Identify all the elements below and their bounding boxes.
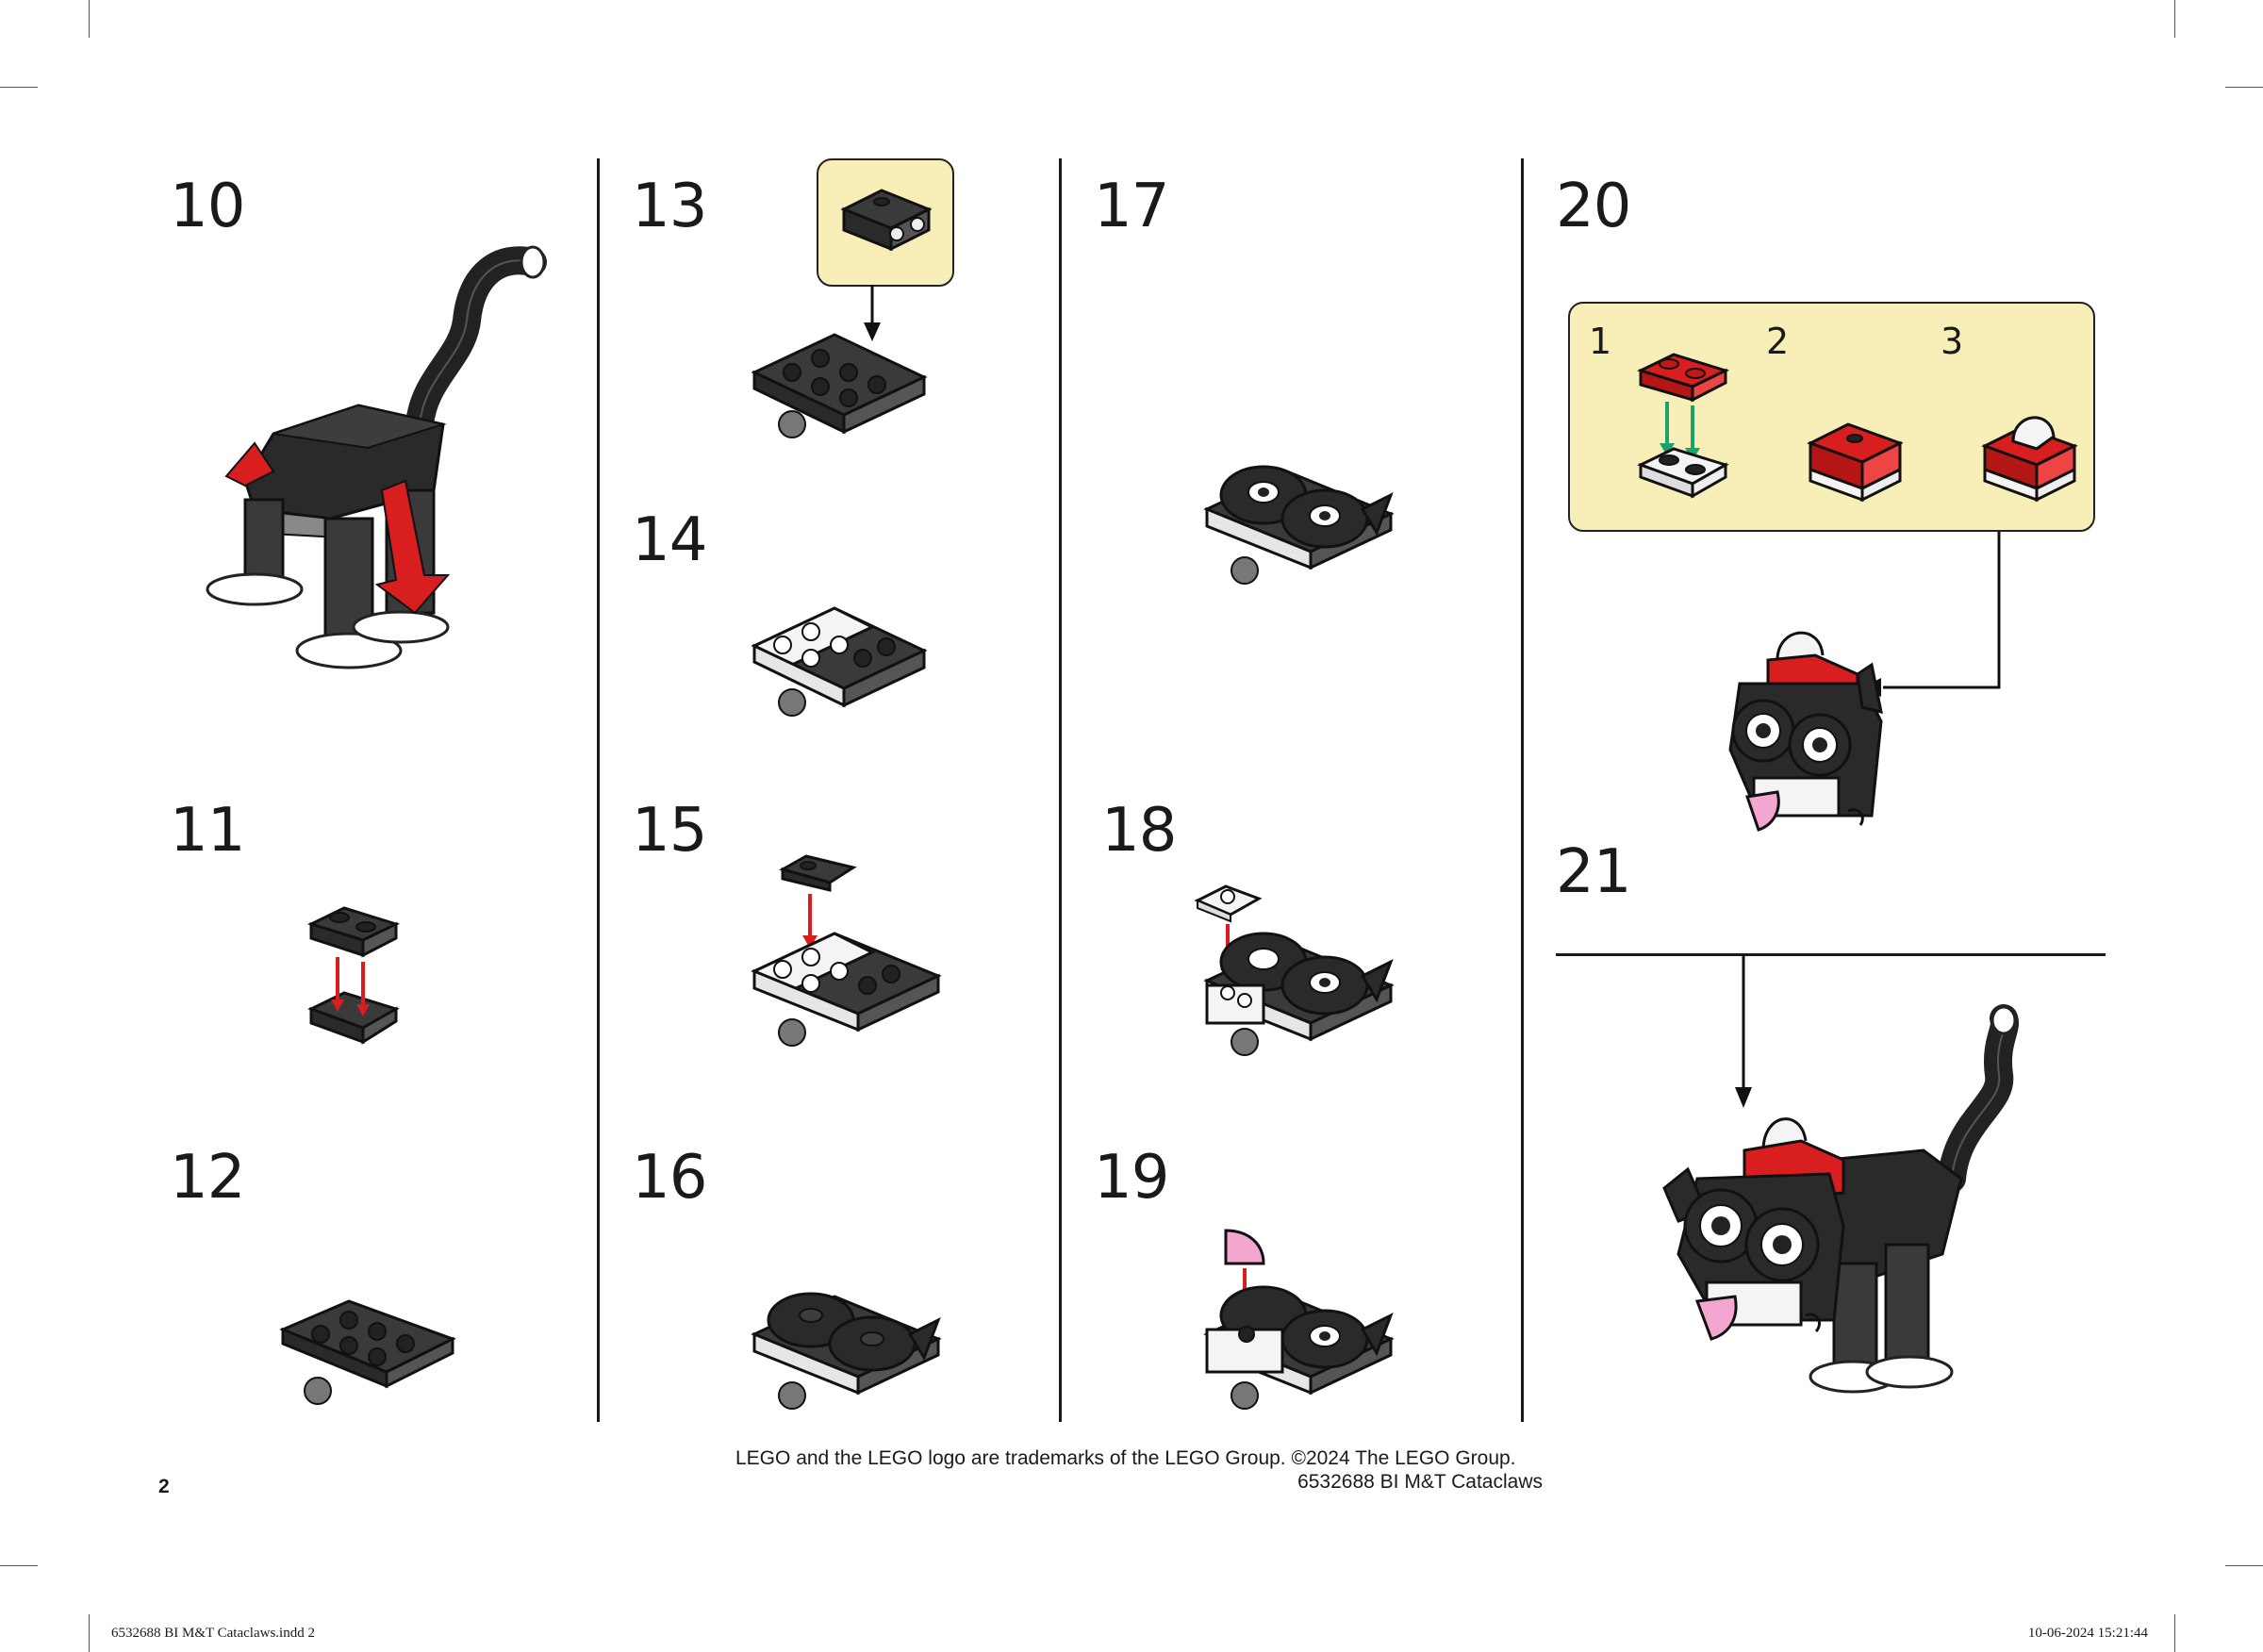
page-number: 2 bbox=[158, 1476, 170, 1497]
crop-mark bbox=[2174, 0, 2175, 38]
step-number: 16 bbox=[632, 1143, 707, 1213]
step-divider bbox=[1556, 953, 2106, 956]
step-number: 17 bbox=[1094, 172, 1169, 241]
file-slug: 6532688 BI M&T Cataclaws.indd 2 bbox=[111, 1626, 315, 1641]
column-divider bbox=[1521, 158, 1524, 1422]
callout-arrow bbox=[864, 285, 881, 341]
step-number: 18 bbox=[1101, 796, 1177, 866]
crop-mark bbox=[89, 1614, 90, 1652]
substep-1-illustration bbox=[1636, 353, 1730, 499]
step-11-assembly-illustration bbox=[306, 906, 401, 1045]
crop-mark bbox=[0, 1565, 38, 1566]
substep-3-illustration bbox=[1981, 416, 2078, 503]
step-number: 10 bbox=[170, 172, 245, 241]
column-divider bbox=[597, 158, 600, 1422]
step-17-assembly-illustration bbox=[1203, 465, 1395, 585]
step-15-assembly-illustration bbox=[751, 854, 942, 1047]
crop-mark bbox=[0, 87, 38, 88]
step-number: 14 bbox=[632, 505, 707, 575]
step-number: 15 bbox=[632, 796, 707, 866]
crop-mark bbox=[2225, 1565, 2263, 1566]
step-13-part-illustration bbox=[840, 189, 933, 252]
crop-mark bbox=[89, 0, 90, 38]
step-14-assembly-illustration bbox=[751, 606, 928, 717]
crop-mark bbox=[2225, 87, 2263, 88]
step-number: 20 bbox=[1556, 172, 1631, 241]
substep-2-illustration bbox=[1807, 422, 1904, 503]
step-number: 19 bbox=[1094, 1143, 1169, 1213]
step-21-final-model-illustration bbox=[1662, 1004, 2019, 1394]
substep-number: 2 bbox=[1766, 321, 1790, 362]
step-number: 11 bbox=[170, 796, 245, 866]
step-18-assembly-illustration bbox=[1194, 884, 1395, 1056]
step-12-assembly-illustration bbox=[279, 1299, 456, 1405]
substep-number: 3 bbox=[1941, 321, 1964, 362]
step-19-assembly-illustration bbox=[1203, 1229, 1395, 1410]
product-code: 6532688 BI M&T Cataclaws bbox=[1297, 1471, 1543, 1493]
step-16-assembly-illustration bbox=[751, 1292, 942, 1410]
column-divider bbox=[1059, 158, 1062, 1422]
trademark-notice: LEGO and the LEGO logo are trademarks of… bbox=[735, 1447, 1516, 1469]
step-number: 12 bbox=[170, 1143, 245, 1213]
step-13-assembly-illustration bbox=[751, 333, 928, 438]
print-timestamp: 10-06-2024 15:21:44 bbox=[2027, 1626, 2148, 1641]
crop-mark bbox=[2174, 1614, 2175, 1652]
step-number: 13 bbox=[632, 172, 707, 241]
step-arrow bbox=[1735, 955, 1752, 1108]
substep-number: 1 bbox=[1589, 321, 1612, 362]
step-10-assembly-illustration bbox=[206, 245, 547, 669]
step-20-assembly-illustration bbox=[1728, 631, 1883, 832]
step-number: 21 bbox=[1556, 837, 1631, 907]
sub-assembly-callout bbox=[1568, 302, 2095, 532]
